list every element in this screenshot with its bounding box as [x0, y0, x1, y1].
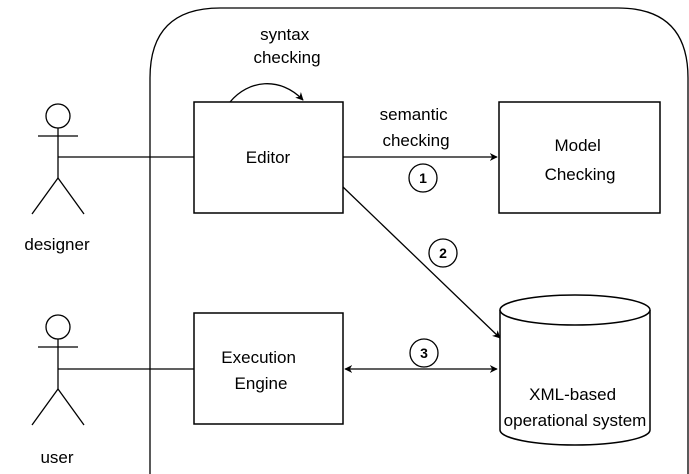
semantic-checking-line-1: semantic: [380, 105, 449, 124]
xml-system-label: XML-based operational system: [504, 385, 647, 430]
execution-engine-line-2: Engine: [235, 374, 288, 393]
user-label: user: [40, 448, 73, 467]
xml-system-line-2: operational system: [504, 411, 647, 430]
designer-actor: [31, 103, 85, 215]
step-1-badge: [408, 163, 438, 193]
model-checking-line-1: Model: [554, 136, 600, 155]
xml-system-line-1: XML-based: [529, 385, 616, 404]
step-3-badge: [409, 338, 439, 368]
semantic-checking-line-2: checking: [382, 131, 449, 150]
model-checking-box: [498, 101, 661, 214]
step-2-number: 2: [439, 245, 447, 261]
xml-system-cylinder: [499, 294, 651, 446]
model-checking-line-2: Checking: [545, 165, 616, 184]
syntax-checking-label: syntax checking: [253, 25, 320, 67]
semantic-checking-label: semantic checking: [380, 105, 453, 150]
editor-box: [193, 101, 344, 214]
execution-engine-box: [193, 312, 344, 425]
step-1-number: 1: [419, 170, 427, 186]
syntax-checking-loop: [229, 83, 304, 103]
model-checking-label: Model Checking: [545, 136, 616, 184]
designer-label: designer: [24, 235, 90, 254]
step-3-number: 3: [420, 345, 428, 361]
editor-label: Editor: [246, 148, 291, 167]
syntax-checking-line-2: checking: [253, 48, 320, 67]
system-boundary: [149, 7, 689, 474]
syntax-checking-line-1: syntax: [260, 25, 310, 44]
editor-to-xml-arrow: [342, 186, 501, 339]
step-2-badge: [428, 238, 458, 268]
execution-engine-label: Execution Engine: [221, 348, 300, 393]
execution-engine-line-1: Execution: [221, 348, 296, 367]
user-actor: [31, 314, 85, 426]
